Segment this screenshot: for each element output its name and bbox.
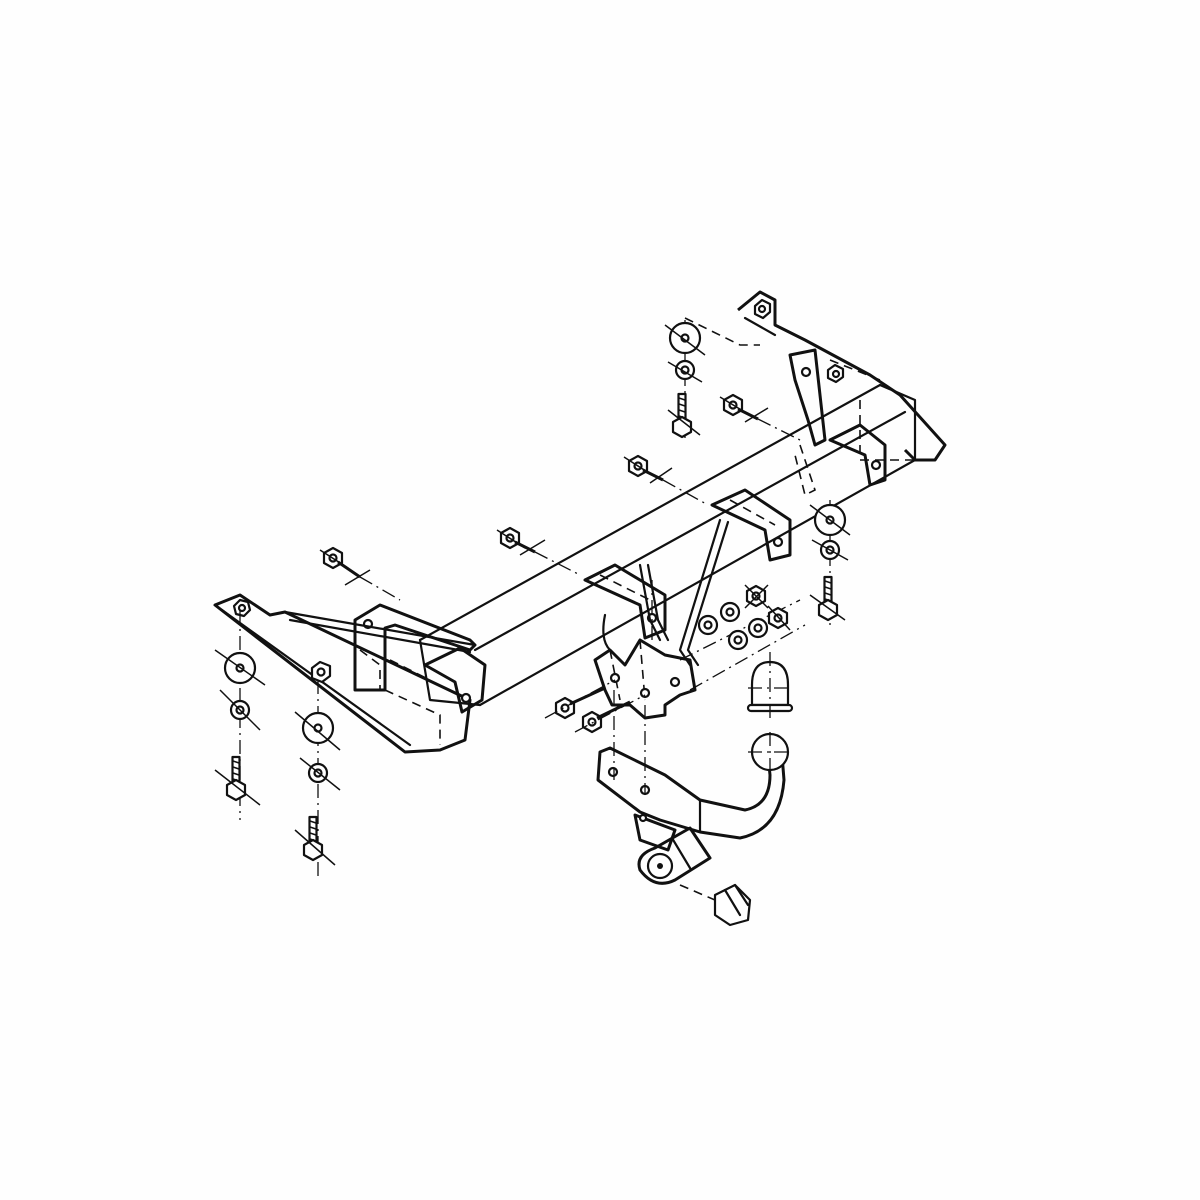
fastener-stack-left-inner: [294, 680, 341, 880]
bolt-icon: [302, 815, 324, 862]
bolt-beam-1: [496, 526, 581, 576]
bolt-icon: [817, 575, 839, 622]
bolt-beam-2: [623, 454, 709, 506]
socket-plate: [633, 813, 712, 885]
fastener-stack-left-outer: [214, 610, 266, 820]
towing-neck: [596, 732, 792, 840]
nut-icon: [310, 660, 332, 684]
fastener-stack-right-top: [664, 317, 760, 440]
right-bracket: [737, 290, 947, 497]
fastener-cluster-plate: [679, 584, 806, 691]
mount-plate: [593, 613, 697, 720]
tow-ball-cap: [746, 652, 794, 720]
bolt-right-horizontal: [719, 393, 801, 441]
tie-rod: [283, 518, 730, 667]
bolt-left-top: [319, 546, 401, 601]
nut-icon: [232, 598, 252, 618]
nut-icon: [826, 363, 845, 384]
washer-icon: [301, 711, 335, 745]
bolt-icon: [225, 755, 247, 802]
center-clamps: [583, 488, 792, 640]
crossbar: [418, 383, 917, 707]
socket-plug: [679, 883, 752, 927]
center-clamp-left: [423, 646, 487, 714]
assembly-axes: [613, 580, 653, 795]
nut-icon: [753, 298, 772, 320]
fastener-stack-right-side: [809, 500, 851, 630]
